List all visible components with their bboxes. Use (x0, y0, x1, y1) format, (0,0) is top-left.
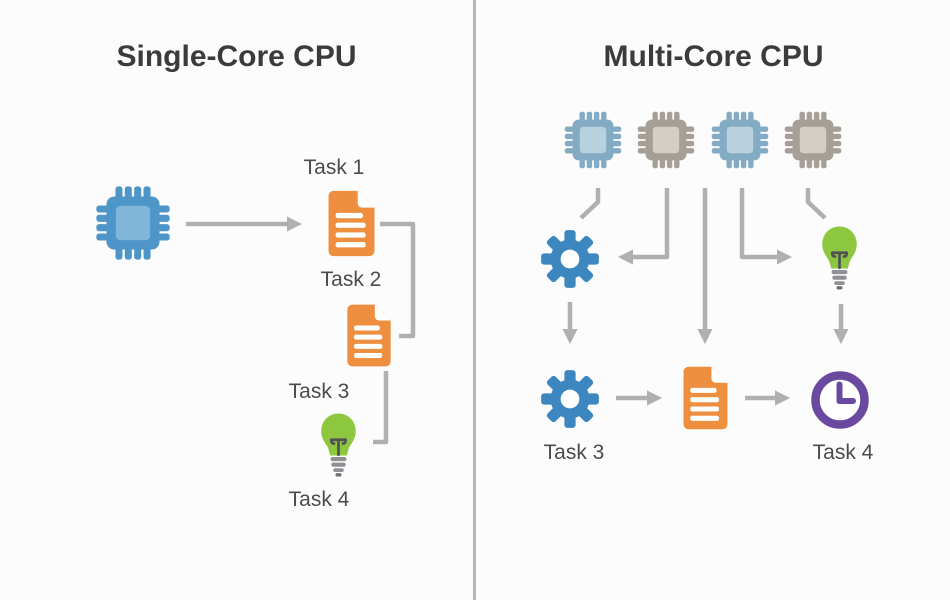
task1-label: Task 1 (303, 156, 365, 179)
connector-core2-to-gear (617, 188, 670, 265)
connector-core4-to-bulb (805, 188, 827, 220)
task2-label: Task 2 (320, 268, 382, 291)
lightbulb-icon (817, 225, 862, 294)
cpu-core-icon-tan (636, 110, 696, 170)
multi-core-title: Multi-Core CPU (603, 40, 824, 73)
document-icon (325, 189, 378, 258)
task3-label: Task 3 (288, 380, 350, 403)
lightbulb-icon (316, 412, 361, 481)
single-core-title: Single-Core CPU (116, 40, 357, 73)
gear-icon (540, 369, 600, 429)
task4-label-right: Task 4 (812, 441, 874, 464)
clock-icon (808, 368, 872, 432)
connector-core1-to-gear (579, 188, 601, 220)
task3-label-right: Task 3 (543, 441, 605, 464)
cpu-core-icon-blue (710, 110, 770, 170)
gear-icon (540, 229, 600, 289)
panel-divider (473, 0, 476, 600)
cpu-core-icon-blue (563, 110, 623, 170)
cpu-core-icon-tan (783, 110, 843, 170)
connector-core3-to-bulb (739, 188, 793, 265)
task4-label: Task 4 (288, 488, 350, 511)
cpu-chip-icon (94, 184, 172, 262)
document-icon (344, 303, 394, 368)
document-icon (680, 365, 731, 431)
